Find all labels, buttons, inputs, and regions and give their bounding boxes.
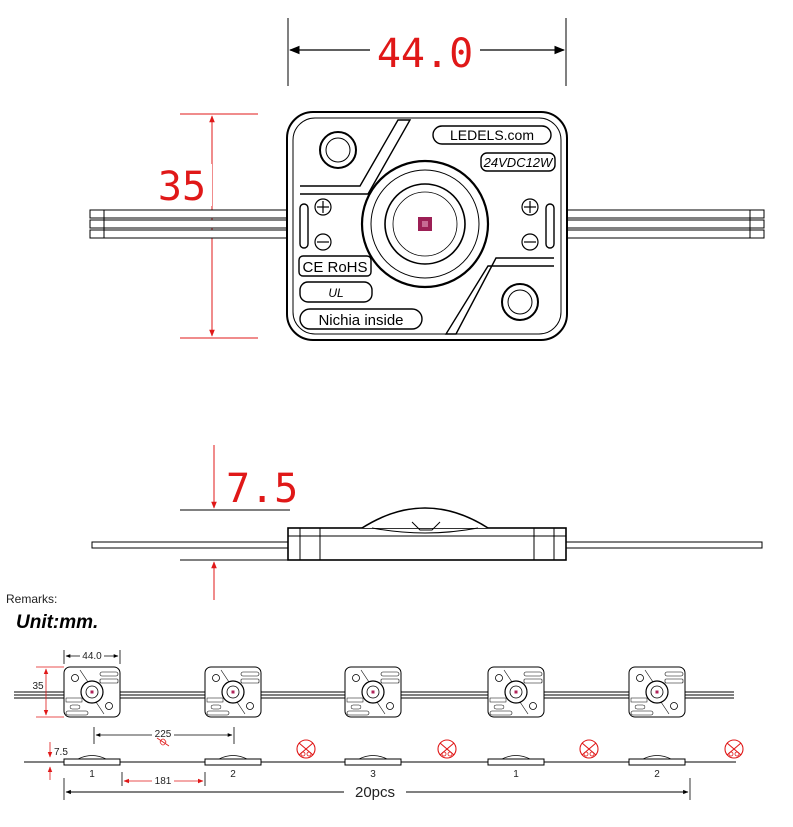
wire-left <box>89 209 291 239</box>
rating-label: 24VDC12W <box>483 155 554 170</box>
minus-terminal-icon <box>314 233 332 251</box>
chain-top-view: 44.0 35 225 <box>14 649 734 744</box>
wire-right <box>563 209 765 239</box>
chain-module-side <box>487 755 545 766</box>
screw-hole-icon <box>501 283 539 321</box>
chain-module <box>63 666 121 718</box>
remarks-label: Remarks: <box>6 592 58 606</box>
no-cut-icon <box>579 739 599 759</box>
scissors-icon <box>156 737 170 747</box>
chain-width-label: 44.0 <box>82 651 102 662</box>
module-number: 3 <box>370 769 376 780</box>
width-dimension-label: 44.0 <box>377 31 473 77</box>
chain-thickness-label: 7.5 <box>54 747 68 758</box>
minus-terminal-icon <box>521 233 539 251</box>
module-number: 2 <box>654 769 660 780</box>
module-number: 1 <box>513 769 519 780</box>
lens <box>360 159 490 289</box>
chain-side-view: 7.5 1 2 3 1 2 181 20pcs <box>24 737 744 801</box>
module-number: 2 <box>230 769 236 780</box>
chain-gap-label: 181 <box>155 776 172 787</box>
chain-module <box>204 666 262 718</box>
height-dimension-label: 35 <box>158 164 206 210</box>
screw-hole-icon <box>319 131 357 169</box>
lens-dome <box>361 507 489 529</box>
wire-slot <box>299 203 309 249</box>
no-cut-icon <box>437 739 457 759</box>
ul-mark: UL <box>328 286 343 300</box>
module-number: 1 <box>89 769 95 780</box>
plus-terminal-icon <box>314 198 332 216</box>
chain-pitch-label: 225 <box>155 729 172 740</box>
thickness-dimension-label: 7.5 <box>226 466 298 512</box>
total-count-label: 20pcs <box>355 784 395 801</box>
chain-module-side <box>204 755 262 766</box>
top-view: 44.0 35 <box>89 18 765 341</box>
brand-label: LEDELS.com <box>450 127 534 143</box>
chain-module <box>487 666 545 718</box>
chain-module-side <box>344 755 402 766</box>
side-view: 7.5 <box>91 445 763 600</box>
chain-height-label: 35 <box>32 681 44 692</box>
no-cut-icon <box>724 739 744 759</box>
chip-label: Nichia inside <box>318 312 403 329</box>
plus-terminal-icon <box>521 198 539 216</box>
chain-module-side <box>628 755 686 766</box>
chain-module-side <box>63 755 121 766</box>
no-cut-icon <box>296 739 316 759</box>
cert-label: CE RoHS <box>302 259 367 276</box>
chain-module <box>628 666 686 718</box>
wire-slot <box>545 203 555 249</box>
chain-module <box>344 666 402 718</box>
unit-label: Unit:mm. <box>16 612 99 633</box>
